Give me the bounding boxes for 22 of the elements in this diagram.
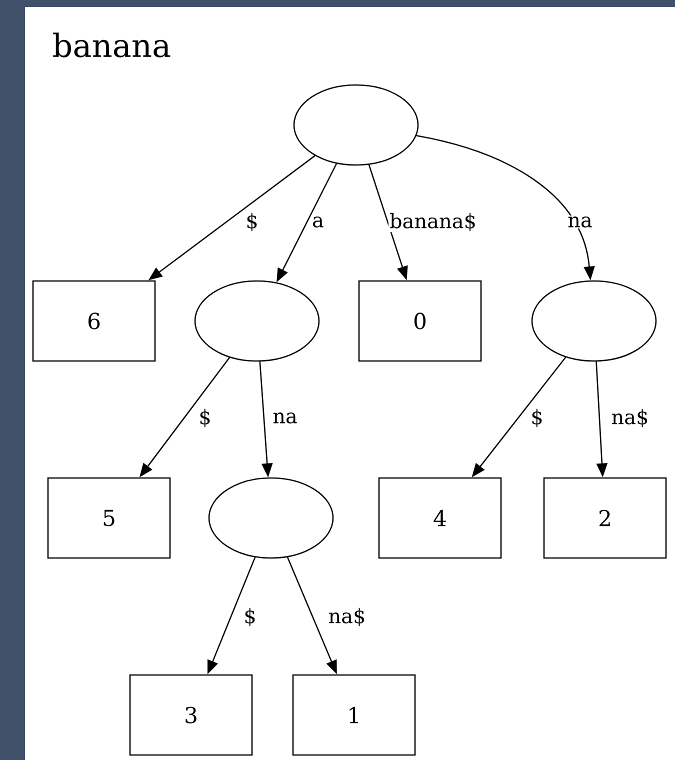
edge-label: na bbox=[272, 412, 298, 424]
index-box: 3 bbox=[129, 674, 253, 756]
index-box: 5 bbox=[47, 477, 171, 559]
index-box: 0 bbox=[358, 280, 482, 362]
index-box: 4 bbox=[378, 477, 502, 559]
index-box: 2 bbox=[543, 477, 667, 559]
index-box: 6 bbox=[32, 280, 156, 362]
tree-node-ellipse bbox=[293, 84, 419, 166]
edge-label: na$ bbox=[327, 606, 367, 628]
tree-node-ellipse bbox=[208, 477, 334, 559]
edge-label: $ bbox=[530, 408, 544, 428]
edge-label: na$ bbox=[610, 408, 650, 428]
tree-node-ellipse bbox=[194, 280, 320, 362]
edge-label: a bbox=[311, 216, 325, 228]
edge-label: $ bbox=[244, 212, 260, 232]
index-box: 1 bbox=[292, 674, 416, 756]
edge-label: $ bbox=[242, 606, 258, 628]
tree-node-ellipse bbox=[531, 280, 657, 362]
edge-label: banana$ bbox=[388, 212, 478, 232]
edge-label: na bbox=[566, 216, 594, 228]
edge-label: $ bbox=[198, 408, 212, 428]
title: banana bbox=[53, 32, 170, 58]
